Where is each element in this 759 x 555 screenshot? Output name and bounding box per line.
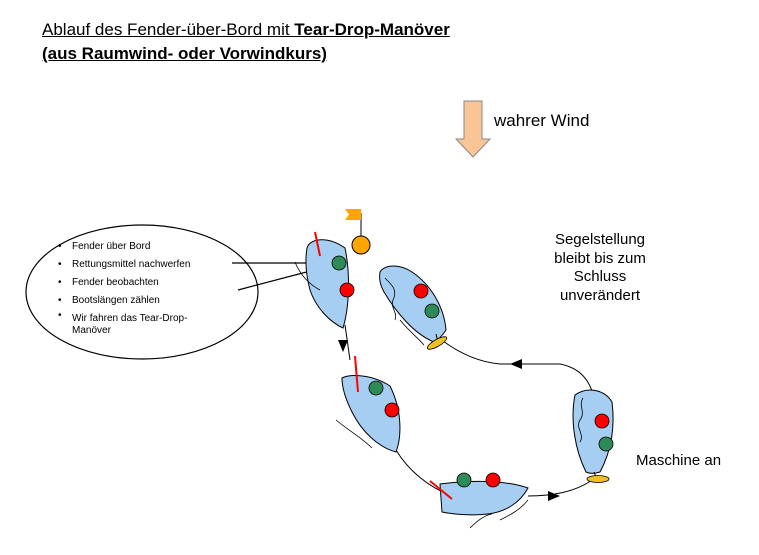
sail-note-line: Segelstellung [554, 231, 646, 248]
boat-3 [429, 472, 529, 529]
sail-note-line: Schluss [573, 268, 627, 285]
propeller-icon [586, 475, 610, 483]
wind-label: wahrer Wind [494, 111, 590, 130]
fender-icon [351, 235, 371, 255]
wind-arrow-icon [454, 100, 492, 158]
flag-icon [345, 209, 361, 220]
boat-2 [335, 355, 401, 453]
sail-note-line: bleibt bis zum [554, 249, 646, 267]
boat-4 [572, 389, 614, 483]
title-line-2: (aus Raumwind- oder Vorwindkurs) [42, 44, 327, 63]
title-bold: Tear-Drop-Manöver [294, 20, 450, 39]
sail-note: Segelstellung bleibt bis zum Schluss unv… [515, 231, 685, 305]
boat-1 [294, 231, 355, 329]
engine-label: Maschine an [636, 452, 722, 469]
course-arrow [510, 359, 522, 369]
boat-5 [379, 265, 448, 350]
bubble-list: Fender über Bord Rettungsmittel nachwerf… [55, 238, 235, 337]
bubble-item: Bootslängen zählen [55, 292, 235, 310]
title-line-1: Ablauf des Fender-über-Bord mit Tear-Dro… [42, 19, 450, 41]
course-arrow [338, 340, 348, 352]
bubble-item: Fender über Bord [55, 238, 235, 256]
propeller-icon [426, 336, 448, 350]
bubble-item: Rettungsmittel nachwerfen [55, 256, 235, 274]
sail-note-line: unverändert [559, 286, 641, 304]
course-path [527, 477, 596, 497]
bubble-item: Fender beobachten [55, 274, 235, 292]
course-path [344, 324, 351, 361]
title-regular: Ablauf des Fender-über-Bord mit [42, 20, 295, 39]
bubble-item: Wir fahren das Tear-Drop-Manöver [55, 310, 212, 337]
course-path [442, 340, 595, 399]
course-arrow [548, 491, 560, 501]
